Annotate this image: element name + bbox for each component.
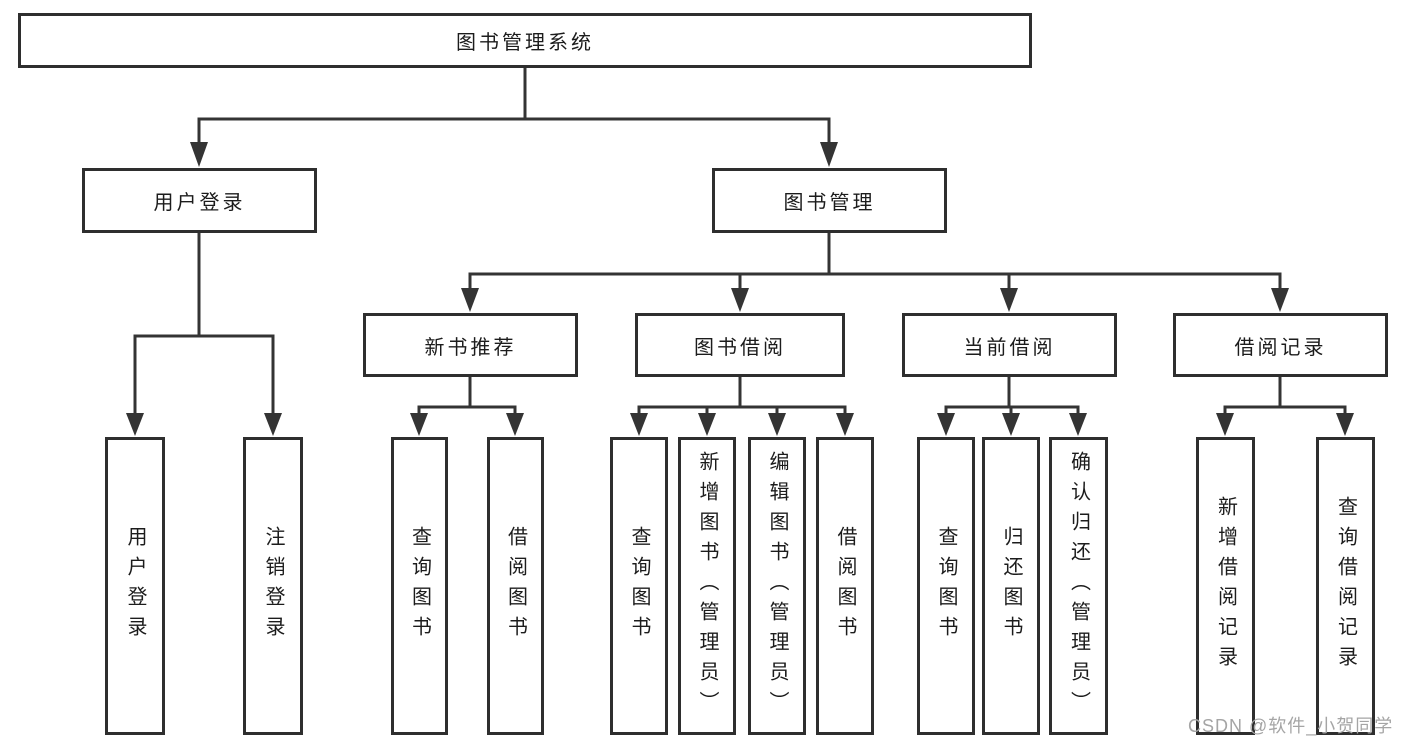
node-label: 借阅记录 (1234, 336, 1327, 359)
node-label: 借阅图书 (834, 526, 856, 646)
node-borrow-records: 借阅记录 (1173, 313, 1388, 377)
node-label: 借阅图书 (504, 526, 527, 646)
node-root: 图书管理系统 (18, 13, 1032, 68)
node-new-book-recommend: 新书推荐 (363, 313, 578, 377)
leaf-add-book-admin: 新增图书（管理员） (678, 437, 736, 735)
arrowheads (126, 142, 1354, 436)
node-label: 查询图书 (408, 526, 431, 646)
leaf-edit-book-admin: 编辑图书（管理员） (748, 437, 806, 735)
node-label: 图书管理 (783, 192, 876, 214)
node-label: 新增借阅记录 (1214, 496, 1237, 676)
node-label: 归还图书 (1000, 526, 1022, 646)
node-label: 用户登录 (153, 192, 246, 214)
node-label: 编辑图书（管理员） (766, 451, 788, 721)
node-label: 当前借阅 (963, 336, 1056, 359)
node-label: 图书借阅 (694, 336, 786, 359)
node-label: 用户登录 (124, 526, 146, 646)
leaf-confirm-return-admin: 确认归还（管理员） (1049, 437, 1108, 735)
node-user-login: 用户登录 (82, 168, 317, 233)
node-label: 图书管理系统 (456, 32, 594, 54)
node-label: 新书推荐 (424, 336, 517, 359)
leaf-borrow-books-recommend: 借阅图书 (487, 437, 544, 735)
node-label: 注销登录 (262, 526, 284, 646)
leaf-add-borrow-record: 新增借阅记录 (1196, 437, 1255, 735)
leaf-return-books: 归还图书 (982, 437, 1040, 735)
leaf-logout: 注销登录 (243, 437, 303, 735)
node-book-management: 图书管理 (712, 168, 947, 233)
watermark: CSDN @软件_小贺同学 (1188, 716, 1394, 736)
leaf-query-books-borrow: 查询图书 (610, 437, 668, 735)
node-label: 确认归还（管理员） (1067, 451, 1090, 721)
node-label: 查询借阅记录 (1334, 496, 1357, 676)
leaf-user-login: 用户登录 (105, 437, 165, 735)
node-book-borrow: 图书借阅 (635, 313, 845, 377)
leaf-query-borrow-record: 查询借阅记录 (1316, 437, 1375, 735)
leaf-query-books-current: 查询图书 (917, 437, 975, 735)
node-current-borrow: 当前借阅 (902, 313, 1117, 377)
node-label: 查询图书 (935, 526, 957, 646)
leaf-borrow-books: 借阅图书 (816, 437, 874, 735)
node-label: 查询图书 (628, 526, 650, 646)
node-label: 新增图书（管理员） (696, 451, 718, 721)
leaf-query-books-recommend: 查询图书 (391, 437, 448, 735)
